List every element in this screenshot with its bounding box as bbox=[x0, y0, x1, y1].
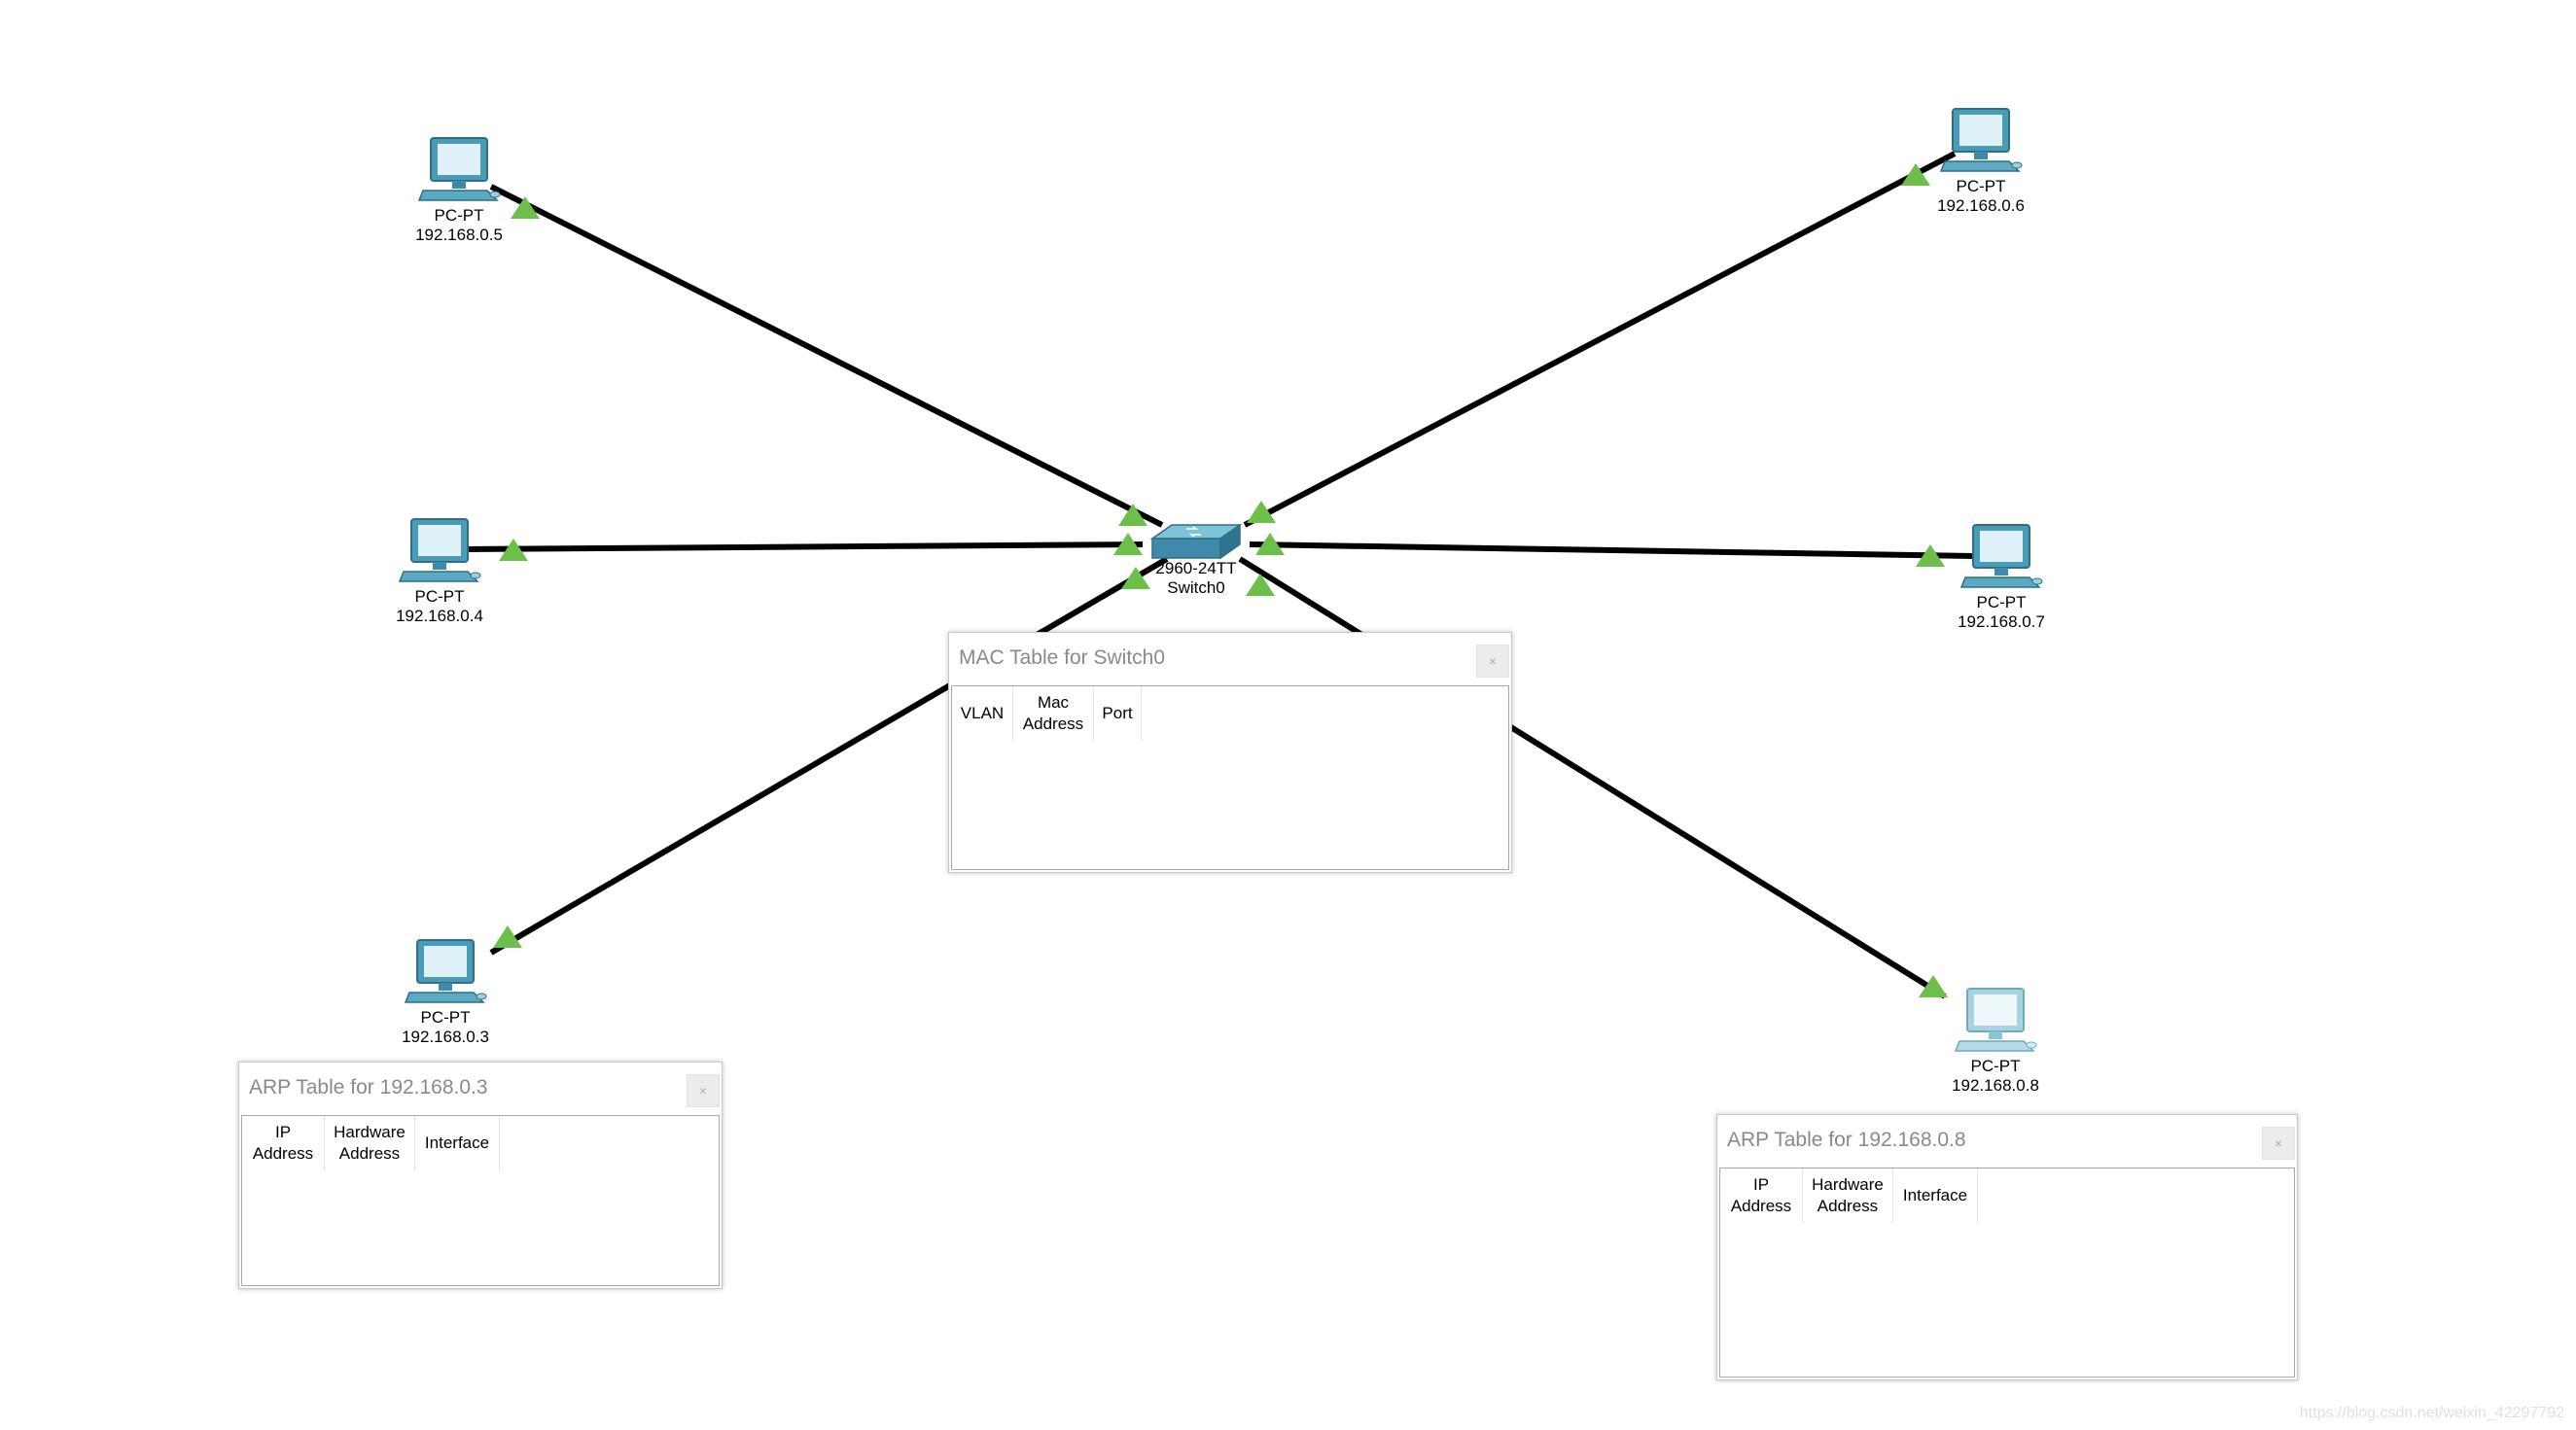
mac-table-title: MAC Table for Switch0 bbox=[959, 646, 1166, 669]
mac-table-header: VLAN Mac Address Port bbox=[952, 686, 1508, 741]
pc-icon-selected bbox=[1954, 988, 2037, 1052]
link-up-indicator bbox=[1919, 975, 1948, 997]
pc-device-192-168-0-5[interactable]: PC-PT 192.168.0.5 bbox=[362, 136, 556, 245]
mac-table-body: VLAN Mac Address Port bbox=[951, 685, 1509, 870]
pc-ip-label: 192.168.0.4 bbox=[396, 607, 483, 625]
column-header-port[interactable]: Port bbox=[1094, 686, 1142, 741]
pc-type-label: PC-PT bbox=[1970, 1057, 2021, 1075]
pc-type-label: PC-PT bbox=[414, 587, 465, 606]
pc-type-label: PC-PT bbox=[1956, 177, 2006, 195]
pc-device-192-168-0-3[interactable]: PC-PT 192.168.0.3 bbox=[348, 938, 543, 1047]
arp-table-header: IP Address Hardware Address Interface bbox=[1720, 1168, 2294, 1223]
column-header-ip-address[interactable]: IP Address bbox=[1720, 1168, 1803, 1223]
link-up-indicator bbox=[493, 925, 522, 948]
link-up-indicator bbox=[511, 196, 540, 219]
link-up-indicator bbox=[1247, 501, 1276, 523]
close-button[interactable]: × bbox=[2262, 1127, 2295, 1160]
link-pc-192-168-0-6[interactable] bbox=[1243, 151, 1957, 528]
link-pc-192-168-0-4[interactable] bbox=[461, 541, 1144, 552]
arp-table-title: ARP Table for 192.168.0.8 bbox=[1727, 1129, 1966, 1151]
arp-table-window-192-168-0-3[interactable]: ARP Table for 192.168.0.3 × IP Address H… bbox=[238, 1062, 723, 1289]
pc-icon bbox=[404, 939, 487, 1003]
pc-type-label: PC-PT bbox=[434, 206, 484, 225]
link-up-indicator bbox=[1916, 544, 1945, 567]
pc-device-192-168-0-6[interactable]: PC-PT 192.168.0.6 bbox=[1884, 107, 2078, 216]
arp-table-body: IP Address Hardware Address Interface bbox=[1719, 1168, 2295, 1378]
close-button[interactable]: × bbox=[1476, 645, 1509, 678]
pc-ip-label: 192.168.0.7 bbox=[1958, 612, 2045, 631]
arp-table-body: IP Address Hardware Address Interface bbox=[241, 1115, 720, 1286]
switch-icon bbox=[1149, 523, 1243, 560]
arp-table-titlebar[interactable]: ARP Table for 192.168.0.8 × bbox=[1717, 1115, 2297, 1166]
pc-type-label: PC-PT bbox=[1976, 593, 2027, 611]
switch-model-label: 2960-24TT bbox=[1155, 559, 1237, 577]
link-up-indicator bbox=[499, 539, 528, 561]
pc-icon bbox=[1959, 524, 2043, 588]
switch-device[interactable]: 2960-24TT Switch0 bbox=[1099, 517, 1293, 598]
pc-type-label: PC-PT bbox=[420, 1008, 471, 1027]
pc-device-192-168-0-7[interactable]: PC-PT 192.168.0.7 bbox=[1904, 523, 2099, 632]
close-button[interactable]: × bbox=[687, 1074, 720, 1107]
column-header-interface[interactable]: Interface bbox=[1893, 1168, 1978, 1223]
mac-table-window[interactable]: MAC Table for Switch0 × VLAN Mac Address… bbox=[948, 632, 1512, 873]
switch-name-label: Switch0 bbox=[1167, 578, 1225, 597]
column-header-ip-address[interactable]: IP Address bbox=[242, 1116, 325, 1170]
watermark-text: https://blog.csdn.net/weixin_42297792 bbox=[2299, 1405, 2564, 1421]
pc-ip-label: 192.168.0.8 bbox=[1952, 1076, 2039, 1095]
mac-table-titlebar[interactable]: MAC Table for Switch0 × bbox=[949, 633, 1511, 683]
link-up-indicator bbox=[1121, 567, 1150, 589]
link-up-indicator bbox=[1901, 163, 1930, 186]
link-up-indicator bbox=[1113, 533, 1143, 555]
column-header-hardware-address[interactable]: Hardware Address bbox=[1803, 1168, 1893, 1223]
arp-table-window-192-168-0-8[interactable]: ARP Table for 192.168.0.8 × IP Address H… bbox=[1716, 1114, 2298, 1380]
link-up-indicator bbox=[1246, 574, 1275, 596]
link-up-indicator bbox=[1255, 533, 1285, 555]
pc-icon bbox=[1939, 108, 2023, 172]
link-pc-192-168-0-3[interactable] bbox=[489, 556, 1169, 956]
pc-icon bbox=[398, 518, 481, 582]
column-header-interface[interactable]: Interface bbox=[415, 1116, 500, 1170]
pc-ip-label: 192.168.0.6 bbox=[1937, 196, 2025, 215]
pc-icon bbox=[417, 137, 501, 201]
pc-device-192-168-0-4[interactable]: PC-PT 192.168.0.4 bbox=[342, 517, 537, 626]
column-header-hardware-address[interactable]: Hardware Address bbox=[325, 1116, 415, 1170]
arp-table-titlebar[interactable]: ARP Table for 192.168.0.3 × bbox=[239, 1063, 722, 1113]
pc-device-192-168-0-8[interactable]: PC-PT 192.168.0.8 bbox=[1898, 987, 2093, 1096]
column-header-vlan[interactable]: VLAN bbox=[952, 686, 1013, 741]
pc-ip-label: 192.168.0.3 bbox=[402, 1028, 489, 1046]
link-pc-192-168-0-5[interactable] bbox=[489, 184, 1164, 528]
pc-ip-label: 192.168.0.5 bbox=[415, 226, 503, 244]
column-header-mac-address[interactable]: Mac Address bbox=[1013, 686, 1094, 741]
link-up-indicator bbox=[1118, 504, 1147, 526]
link-pc-192-168-0-7[interactable] bbox=[1249, 541, 1975, 559]
arp-table-title: ARP Table for 192.168.0.3 bbox=[249, 1076, 488, 1099]
arp-table-header: IP Address Hardware Address Interface bbox=[242, 1116, 719, 1170]
